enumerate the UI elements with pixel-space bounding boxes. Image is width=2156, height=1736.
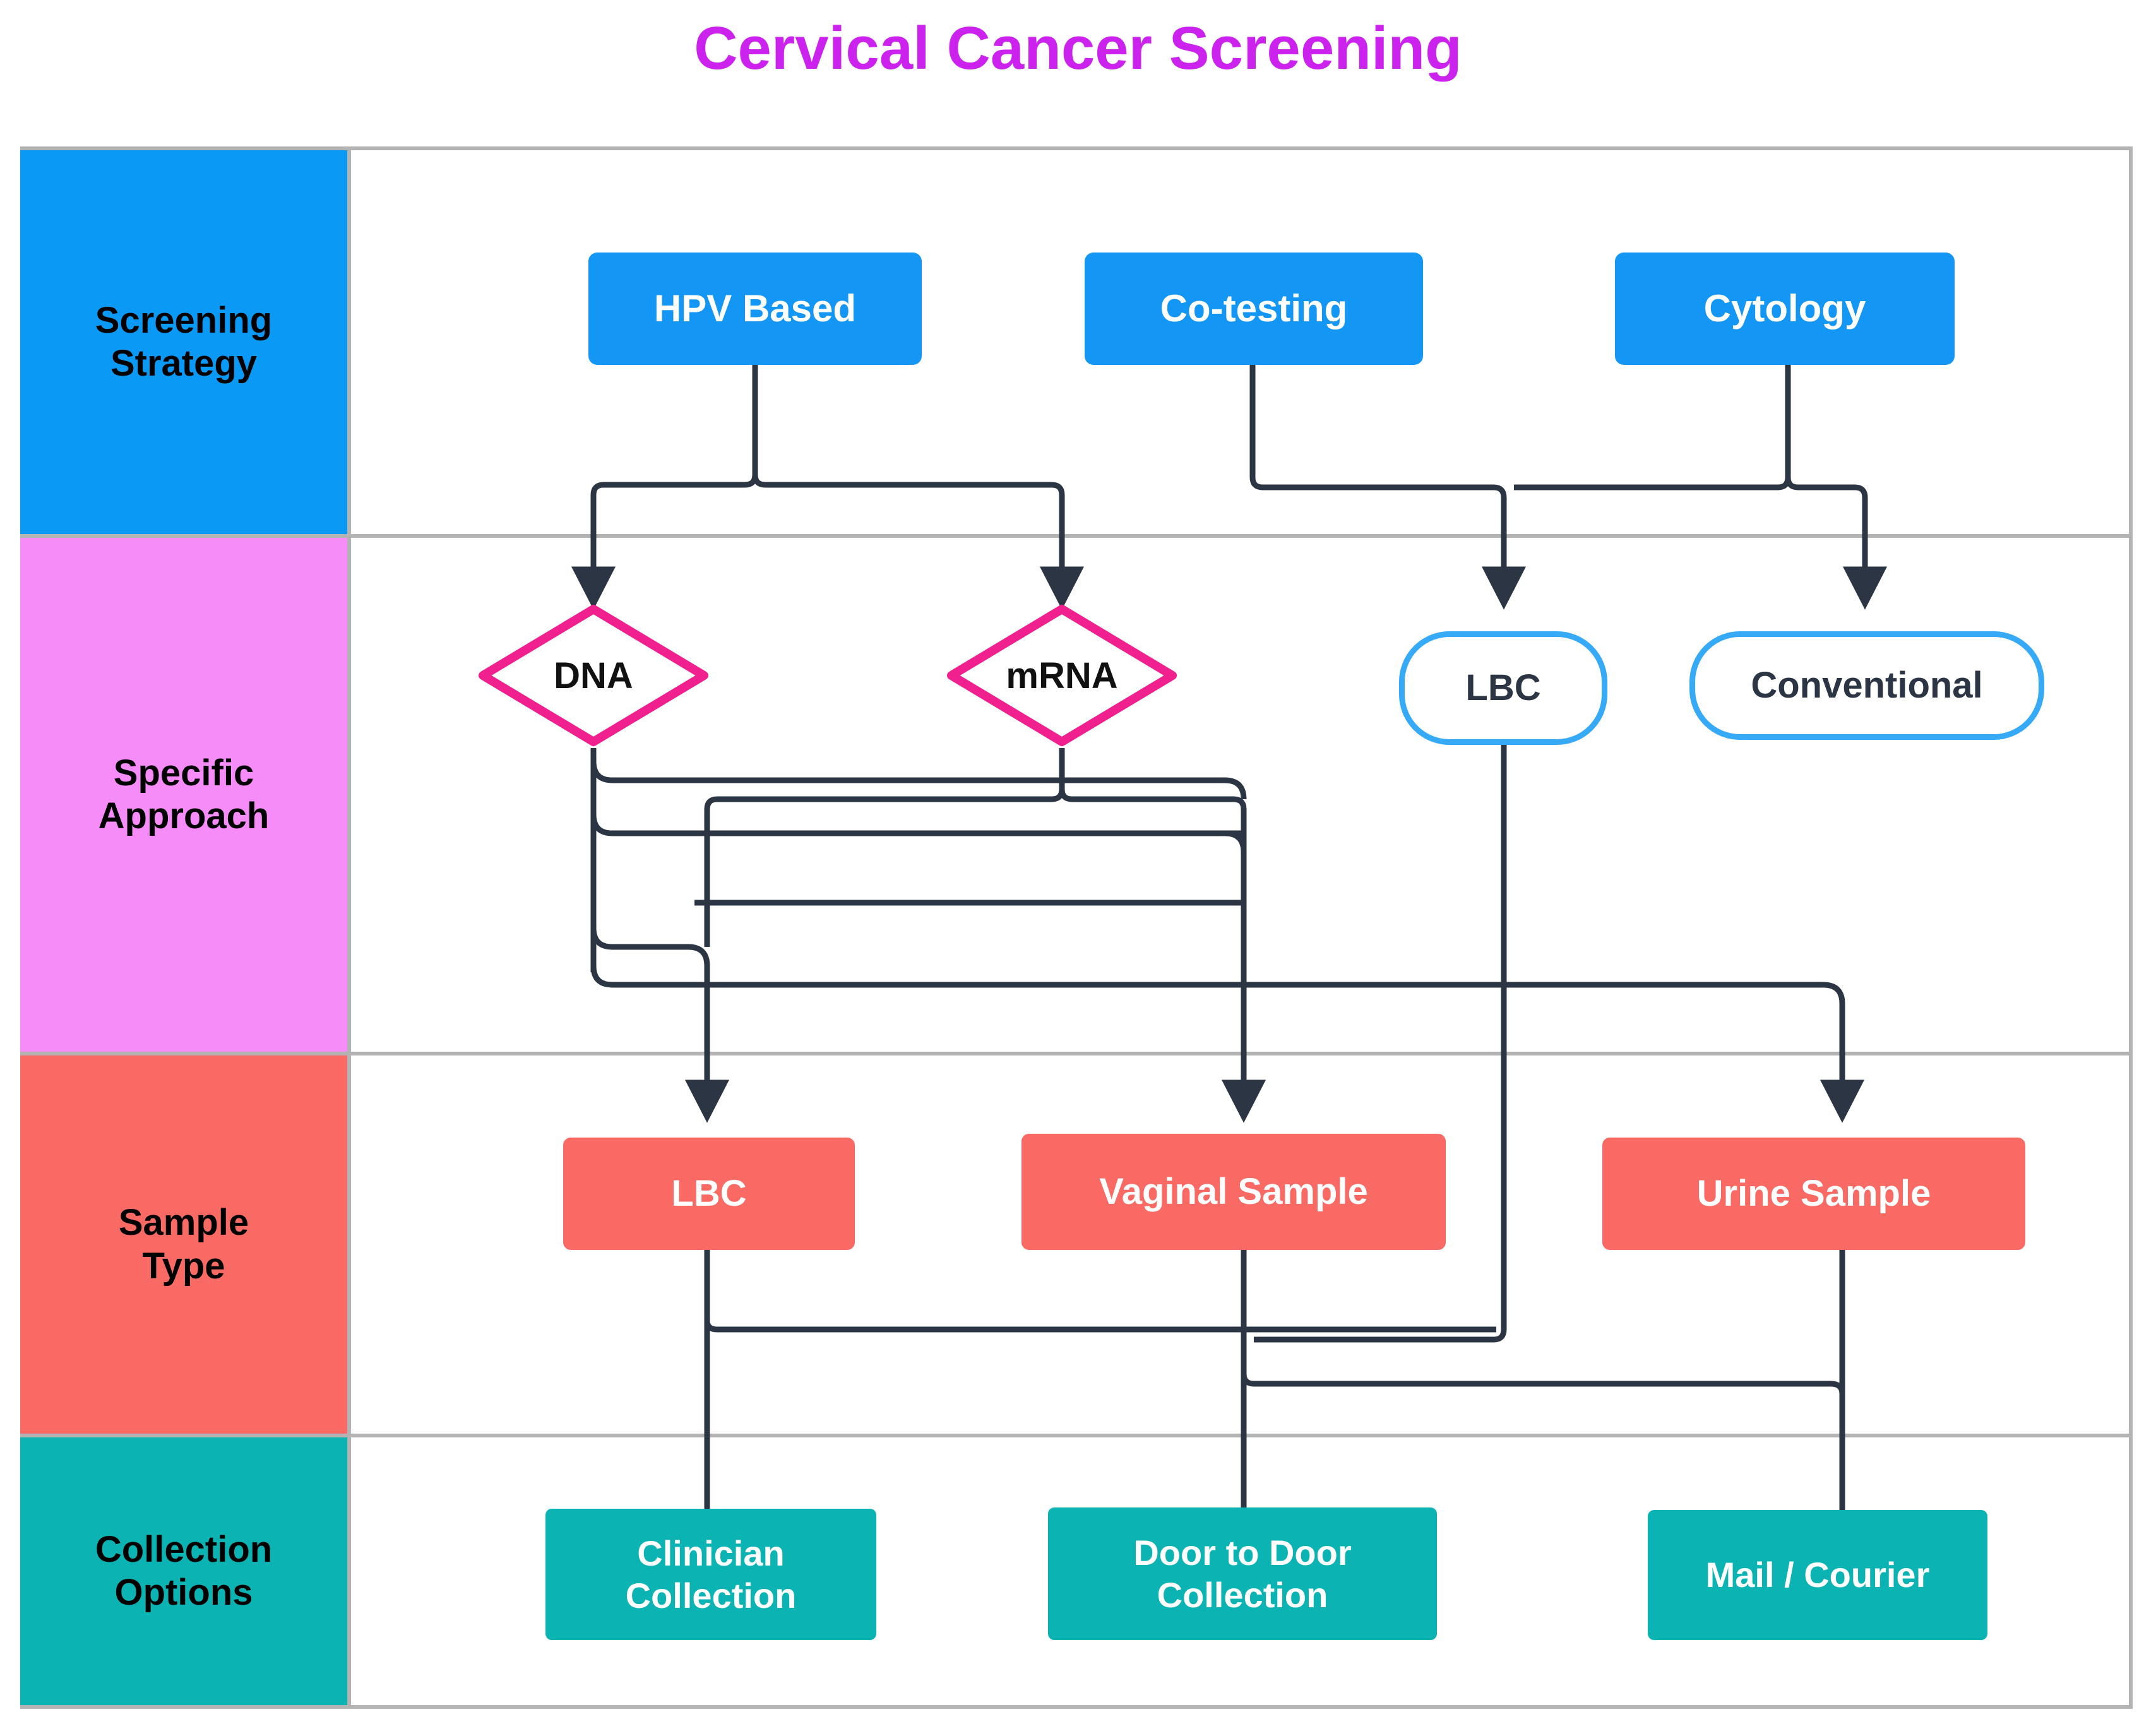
node-lbc-approach[interactable]: LBC [1399,631,1607,745]
swimlane-collection-options: Collection Options [20,1434,2133,1709]
node-cytology[interactable]: Cytology [1615,253,1955,365]
node-lbc-sample[interactable]: LBC [563,1138,855,1250]
node-urine-sample[interactable]: Urine Sample [1602,1138,2025,1250]
lane-body-collection-options [351,1437,2133,1705]
mrna-diamond-shape [947,605,1177,746]
node-hpv-based[interactable]: HPV Based [588,253,922,365]
node-dna[interactable]: DNA [477,603,710,748]
node-mrna[interactable]: mRNA [945,603,1179,748]
dna-diamond-shape [479,605,708,746]
swimlane-specific-approach: Specific Approach [20,534,2133,1055]
lane-label-collection-options: Collection Options [20,1437,351,1705]
swimlane-board: Screening Strategy Specific Approach Sam… [20,146,2133,1709]
lane-body-specific-approach [351,538,2133,1052]
swimlane-screening-strategy: Screening Strategy [20,146,2133,538]
lane-label-specific-approach: Specific Approach [20,538,351,1052]
node-mrna-label: mRNA [1006,655,1118,696]
lane-label-screening-strategy: Screening Strategy [20,150,351,534]
page-title: Cervical Cancer Screening [694,15,1462,82]
lane-label-sample-type: Sample Type [20,1055,351,1434]
node-vaginal-sample[interactable]: Vaginal Sample [1021,1134,1446,1250]
lane-body-screening-strategy [351,150,2133,534]
lane-body-sample-type [351,1055,2133,1434]
node-mail-courier[interactable]: Mail / Courier [1648,1510,1987,1640]
node-co-testing[interactable]: Co-testing [1085,253,1423,365]
node-clinician-collection[interactable]: Clinician Collection [545,1509,876,1640]
node-door-to-door-collection[interactable]: Door to Door Collection [1048,1507,1437,1640]
node-dna-label: DNA [554,655,633,696]
node-conventional[interactable]: Conventional [1689,631,2044,740]
